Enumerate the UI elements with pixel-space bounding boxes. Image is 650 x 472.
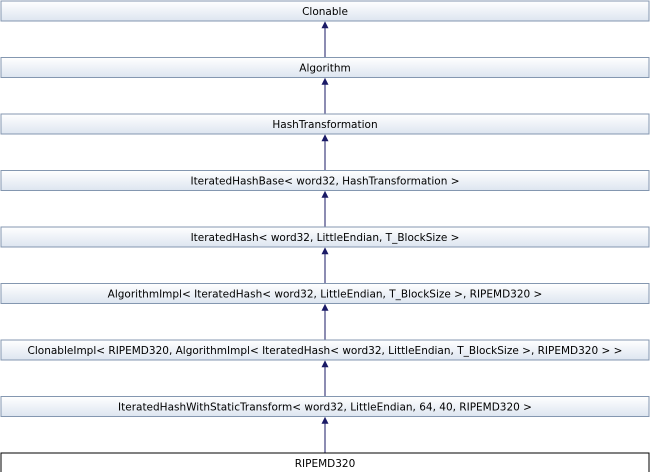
- node-algorithm: Algorithm: [0, 57, 650, 78]
- node-label-clonable: Clonable: [302, 6, 348, 18]
- node-label-algorithm-impl: AlgorithmImpl< IteratedHash< word32, Lit…: [108, 289, 543, 301]
- node-label-hash-transformation: HashTransformation: [272, 119, 377, 131]
- node-iterated-hash-base: IteratedHashBase< word32, HashTransforma…: [0, 170, 650, 191]
- node-iterated-hash-static: IteratedHashWithStaticTransform< word32,…: [0, 396, 650, 417]
- node-label-iterated-hash-static: IteratedHashWithStaticTransform< word32,…: [118, 402, 532, 414]
- node-iterated-hash: IteratedHash< word32, LittleEndian, T_Bl…: [0, 226, 650, 248]
- node-clonable-impl: ClonableImpl< RIPEMD320, AlgorithmImpl< …: [0, 339, 650, 361]
- node-label-ripemd320: RIPEMD320: [295, 458, 356, 470]
- node-label-algorithm: Algorithm: [299, 63, 350, 75]
- node-ripemd320: RIPEMD320: [0, 452, 650, 472]
- node-label-iterated-hash: IteratedHash< word32, LittleEndian, T_Bl…: [191, 232, 460, 244]
- node-label-iterated-hash-base: IteratedHashBase< word32, HashTransforma…: [190, 176, 459, 188]
- node-box-ripemd320: [0, 452, 650, 472]
- node-box-algorithm-impl: [0, 283, 650, 304]
- node-box-clonable: [0, 0, 650, 22]
- node-clonable: Clonable: [0, 0, 650, 22]
- node-box-iterated-hash-base: [0, 170, 650, 191]
- node-box-clonable-impl: [0, 339, 650, 361]
- node-box-algorithm: [0, 57, 650, 78]
- node-box-iterated-hash-static: [0, 396, 650, 417]
- node-algorithm-impl: AlgorithmImpl< IteratedHash< word32, Lit…: [0, 283, 650, 304]
- node-hash-transformation: HashTransformation: [0, 113, 650, 135]
- node-box-iterated-hash: [0, 226, 650, 248]
- node-box-hash-transformation: [0, 113, 650, 135]
- node-label-clonable-impl: ClonableImpl< RIPEMD320, AlgorithmImpl< …: [28, 345, 623, 357]
